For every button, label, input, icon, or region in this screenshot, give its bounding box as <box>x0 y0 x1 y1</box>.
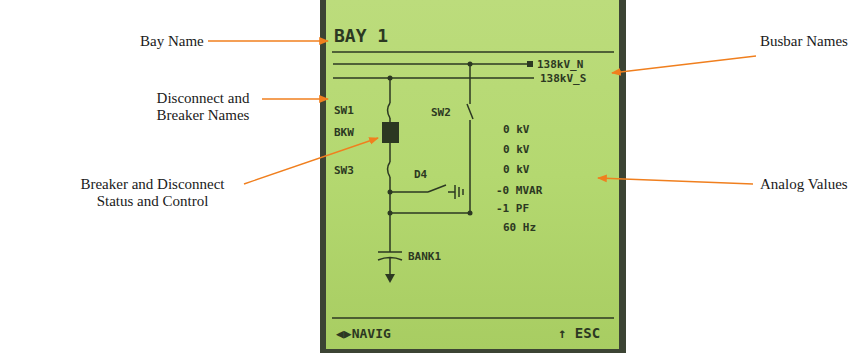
analog-value: 0 kV <box>503 163 530 176</box>
analog-value: -1 PF <box>496 202 529 215</box>
callout-label: Analog Values <box>760 176 848 193</box>
busbar-name: 138kV_S <box>540 72 586 85</box>
junction-dots <box>388 62 473 216</box>
busbar-line <box>333 63 530 65</box>
analog-value: -0 MVAR <box>496 184 542 197</box>
analog-value: 0 kV <box>503 123 530 136</box>
bus-marker <box>527 61 533 67</box>
busbar-name: 138kV_N <box>537 58 583 71</box>
softkey-label: ↑ ESC <box>558 325 600 342</box>
leader-line <box>208 40 328 41</box>
callout-label: Disconnect and Breaker Names <box>147 90 259 124</box>
device-name: BKW <box>334 126 354 139</box>
disconnect-symbol <box>388 162 391 177</box>
callout-arrows <box>208 41 756 184</box>
lcd-screen <box>326 0 619 349</box>
analog-value: 60 Hz <box>503 221 536 234</box>
callout-label: Bay Name <box>140 33 204 50</box>
capacitor-symbol <box>378 252 402 274</box>
callout-label: Breaker and Disconnect Status and Contro… <box>70 176 235 210</box>
analog-value: 0 kV <box>503 143 530 156</box>
leader-line <box>244 138 378 184</box>
bank-name: BANK1 <box>408 250 441 263</box>
leader-line <box>262 98 328 99</box>
single-line-diagram <box>332 52 614 318</box>
device-name: SW1 <box>334 104 354 117</box>
device-name: SW2 <box>431 106 451 119</box>
breaker-symbol <box>382 122 399 143</box>
disconnect-symbol <box>388 103 391 118</box>
screen-bezel <box>320 0 626 353</box>
device-name: D4 <box>414 168 427 181</box>
ground-switch-symbol <box>390 185 463 199</box>
ground-arrow <box>385 274 395 283</box>
leader-line <box>612 56 756 73</box>
device-name: SW3 <box>334 164 354 177</box>
leader-line <box>598 178 753 184</box>
busbar-line <box>333 77 534 79</box>
bypass-line <box>390 64 473 213</box>
softkey-label: ◀▶NAVIG <box>336 326 391 342</box>
callout-label: Busbar Names <box>760 33 848 50</box>
bay-name: BAY 1 <box>334 25 388 47</box>
footer-rule <box>332 317 614 319</box>
title-rule <box>332 51 614 53</box>
